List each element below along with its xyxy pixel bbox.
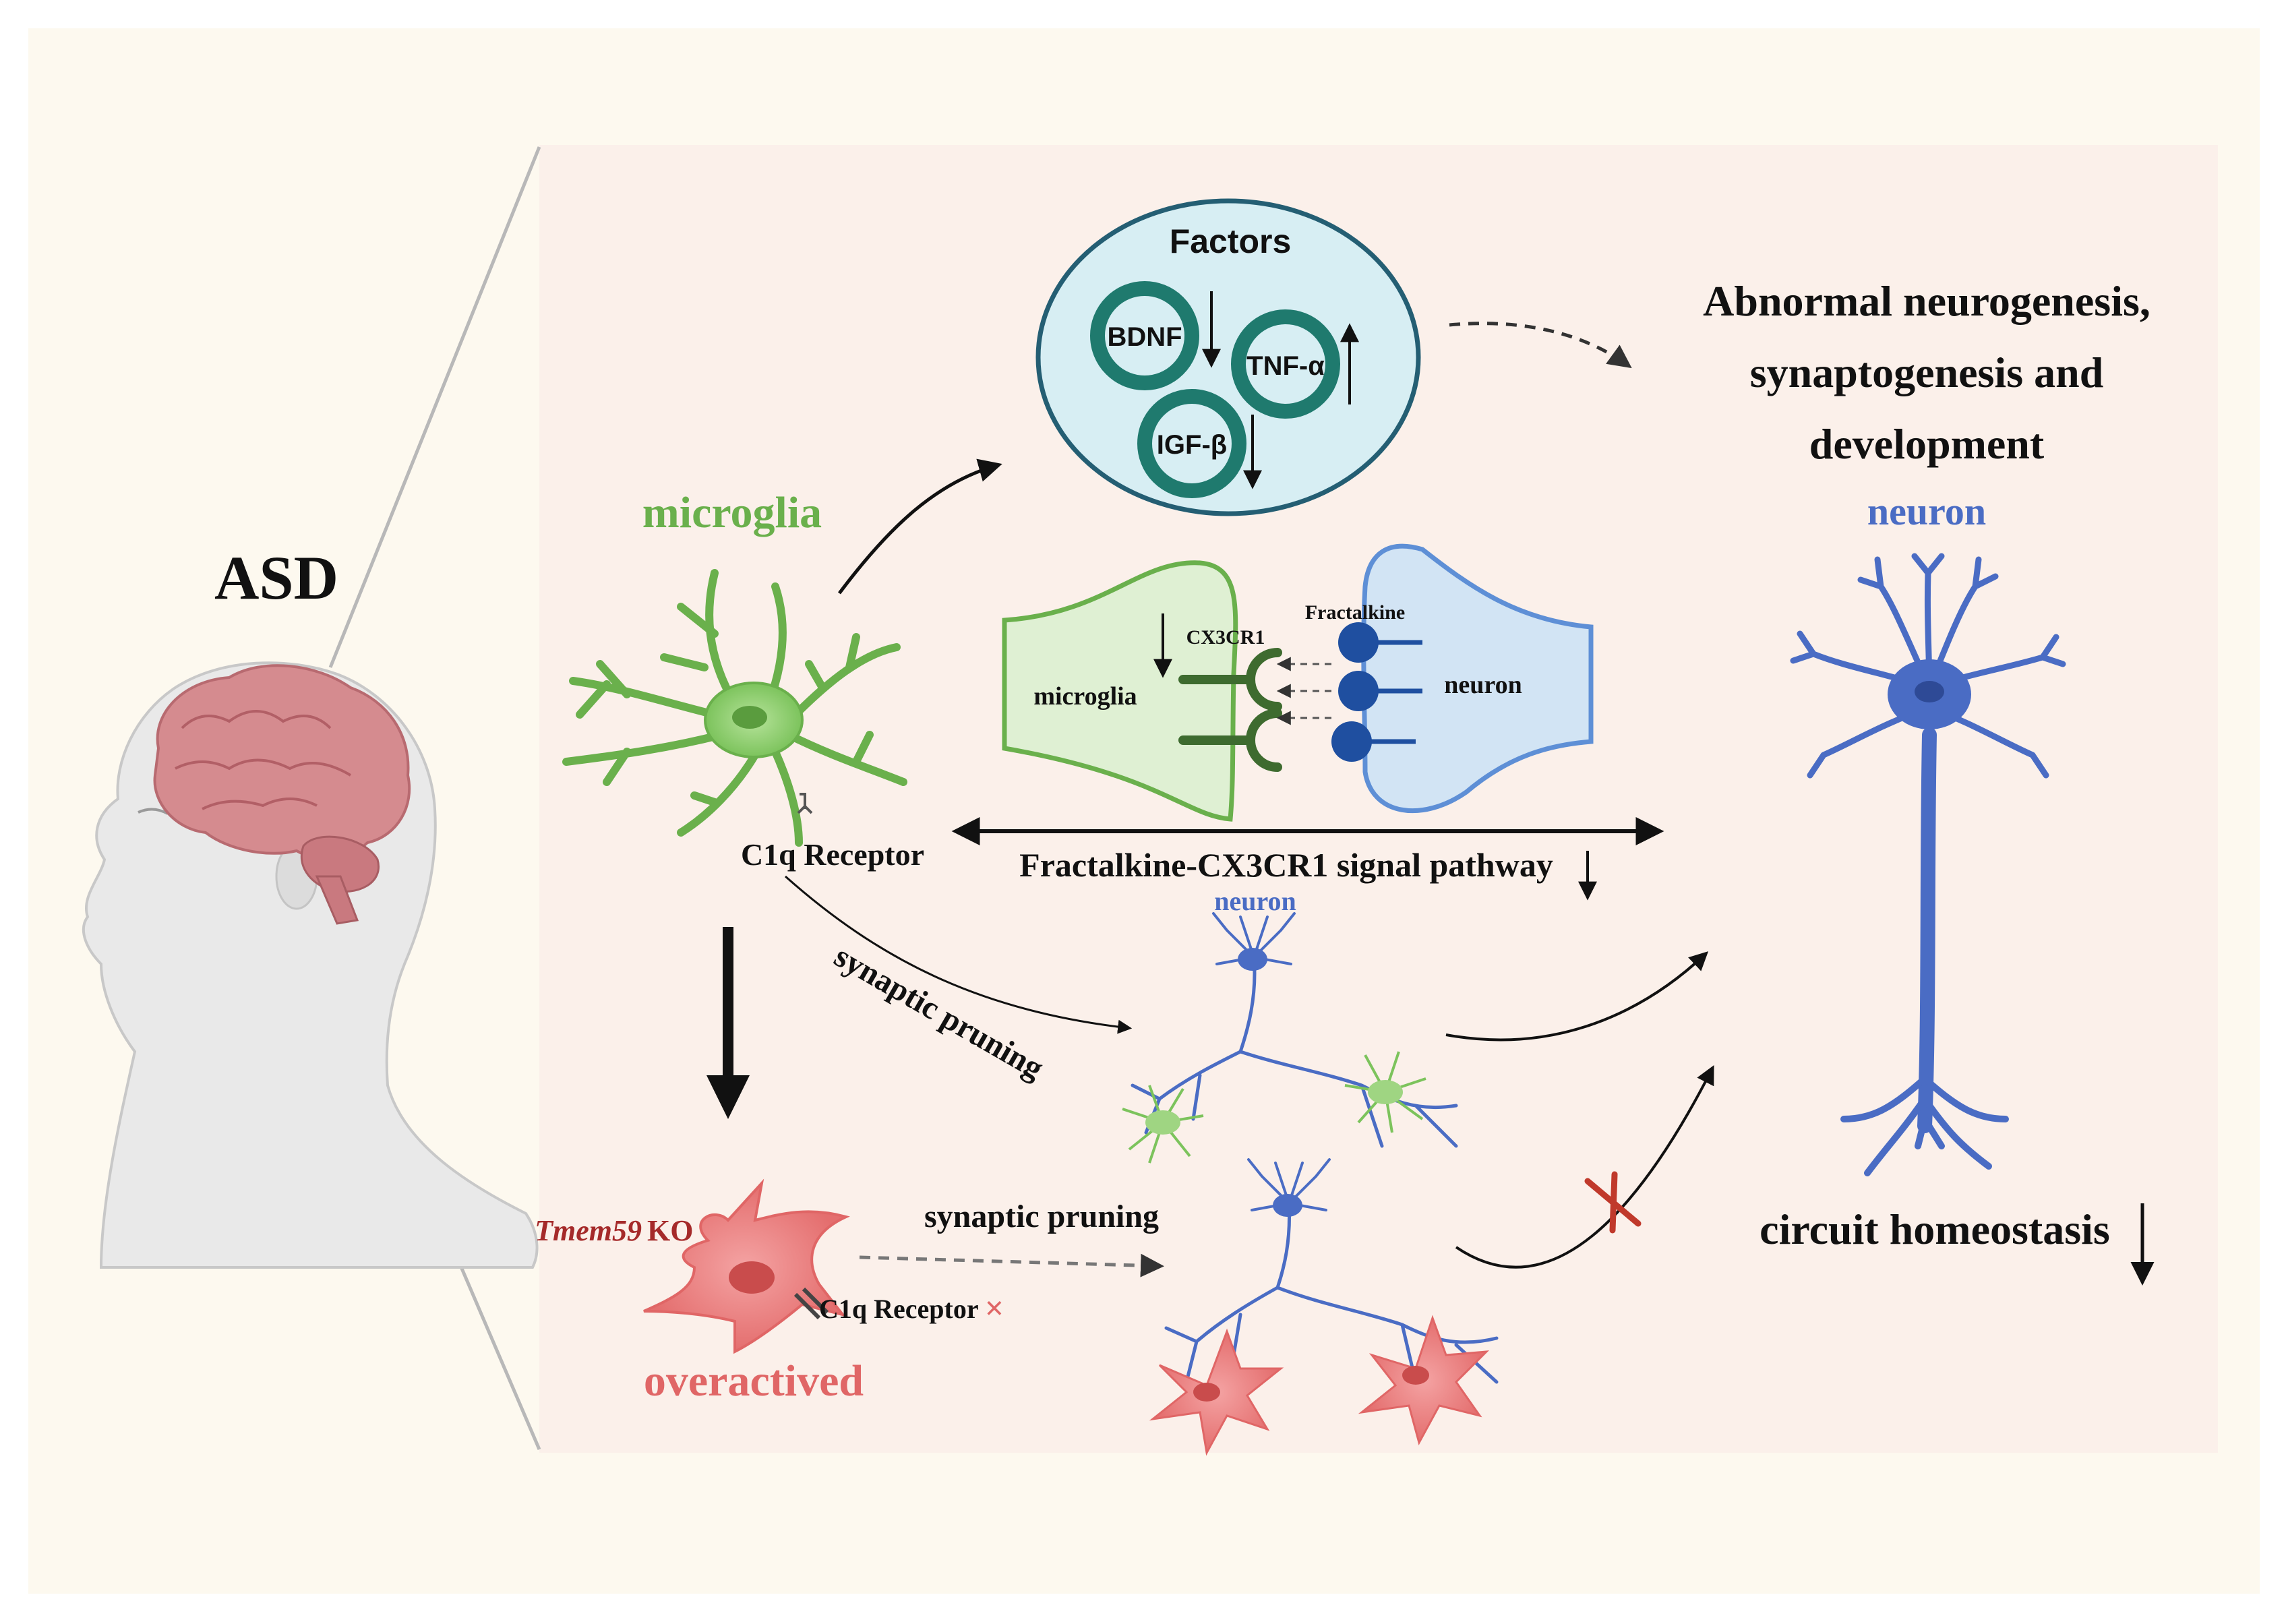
bdnf-label: BDNF	[1107, 322, 1182, 352]
tnf-ring	[1231, 309, 1340, 419]
igf-ring	[1137, 389, 1246, 498]
arrow-factors-to-abnormal	[1449, 322, 1632, 369]
small-green-microglia-left-body	[1145, 1110, 1180, 1135]
arrow-blocked-to-neuron	[1455, 1065, 1714, 1269]
synaptic-pruning-label-2: synaptic pruning	[924, 1199, 1159, 1234]
ko-label: KO	[647, 1214, 693, 1247]
neuron-with-red-microglia	[1164, 1158, 1499, 1384]
blocked-cross-icon	[1584, 1171, 1642, 1234]
cx3cr1-receptors	[1178, 648, 1282, 772]
bdnf-ring	[1090, 281, 1199, 390]
neuron-right-cell	[1790, 553, 2066, 1176]
microglia-cell-top	[562, 569, 907, 847]
igf-label: IGF-β	[1157, 430, 1227, 460]
abnormal-line-3: development	[1809, 420, 2045, 468]
small-red-microglia-left	[1149, 1328, 1284, 1456]
tnf-label: TNF-α	[1246, 351, 1325, 381]
neuron-with-microglia	[1131, 912, 1458, 1148]
microglia-cell-top-nucleus	[732, 706, 767, 729]
asd-label: ASD	[214, 543, 338, 612]
synapse-microglia-terminal	[1002, 560, 1238, 822]
pathway-label: Fractalkine-CX3CR1 signal pathway	[1019, 846, 1553, 884]
small-green-microglia-right-body	[1368, 1080, 1403, 1104]
c1q-receptor-label: C1q Receptor	[741, 837, 924, 872]
cx3cr1-label: CX3CR1	[1186, 626, 1265, 649]
c1q-receptor-label-2: C1q Receptor	[819, 1294, 979, 1324]
arrow-normal-to-neuron	[1445, 951, 1709, 1042]
zoom-line-top	[328, 146, 541, 668]
arrow-pruning-normal	[785, 875, 1133, 1034]
fractalkine-ligands	[1331, 622, 1422, 762]
neuron-mid-label: neuron	[1214, 886, 1296, 916]
small-red-microglia-right	[1358, 1315, 1489, 1445]
big-down-arrowhead	[706, 1075, 750, 1119]
tmem59-label: Tmem59	[535, 1214, 642, 1247]
synapse-neuron-label: neuron	[1444, 671, 1522, 699]
abnormal-line-1: Abnormal neurogenesis,	[1703, 277, 2150, 325]
bottom-neuron-soma	[1273, 1194, 1302, 1217]
factors-title: Factors	[1170, 222, 1292, 260]
mid-neuron-soma	[1238, 948, 1267, 971]
small-green-microglia-right	[1344, 1051, 1426, 1133]
c1q-receptor-icon	[797, 793, 813, 814]
overactived-label: overactived	[644, 1356, 864, 1406]
binding-arrows	[1276, 657, 1331, 725]
neuron-right-nucleus	[1915, 681, 1944, 702]
c1q-receptor-icon-2	[793, 1287, 829, 1320]
fractalkine-label: Fractalkine	[1305, 601, 1405, 624]
synapse-illustration: microglia neuron CX3CR1 Fractalkine	[1002, 543, 1594, 822]
microglia-top-label: microglia	[642, 488, 822, 537]
arrow-microglia-to-factors	[838, 458, 1002, 595]
synapse-microglia-label: microglia	[1033, 682, 1137, 711]
overactive-microglia	[643, 1178, 850, 1354]
factors-cluster: Factors BDNF TNF-α IGF-β	[1035, 198, 1421, 516]
arrow-pruning-abnormal	[859, 1253, 1164, 1277]
neuron-right-label: neuron	[1867, 489, 1986, 533]
receptor-lost-x: ×	[985, 1289, 1004, 1327]
circuit-label: circuit homeostasis	[1759, 1205, 2110, 1253]
small-green-microglia-left	[1122, 1085, 1204, 1164]
abnormal-line-2: synaptogenesis and	[1750, 349, 2104, 396]
human-head-illustration	[82, 661, 539, 1269]
